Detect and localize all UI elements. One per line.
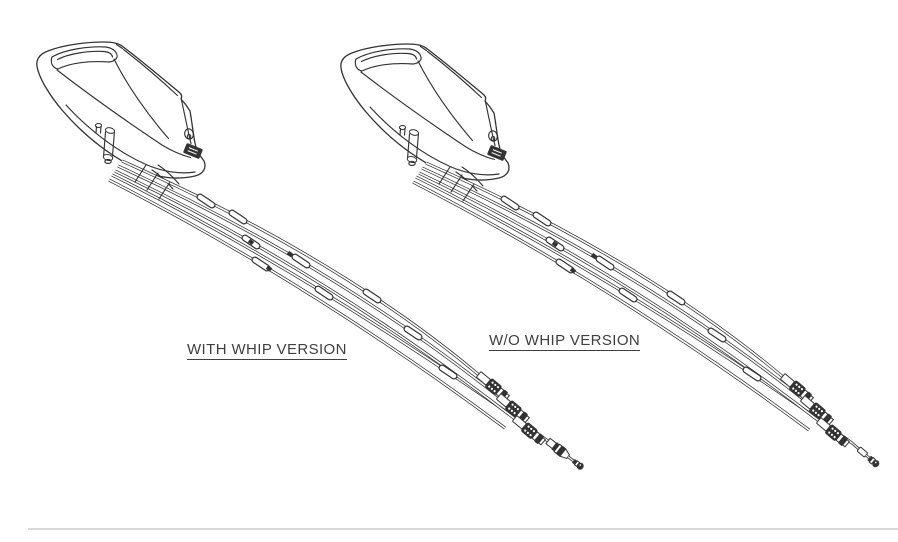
with-whip-version-label: WITH WHIP VERSION [187, 341, 347, 360]
antenna-assembly-with-whip [37, 42, 548, 447]
antenna-assembly-without-whip [341, 44, 852, 449]
whip-tip-connector [545, 437, 584, 470]
cable-end-connector [851, 441, 880, 468]
bottom-divider [28, 528, 898, 530]
wo-whip-version-label: W/O WHIP VERSION [489, 332, 641, 351]
